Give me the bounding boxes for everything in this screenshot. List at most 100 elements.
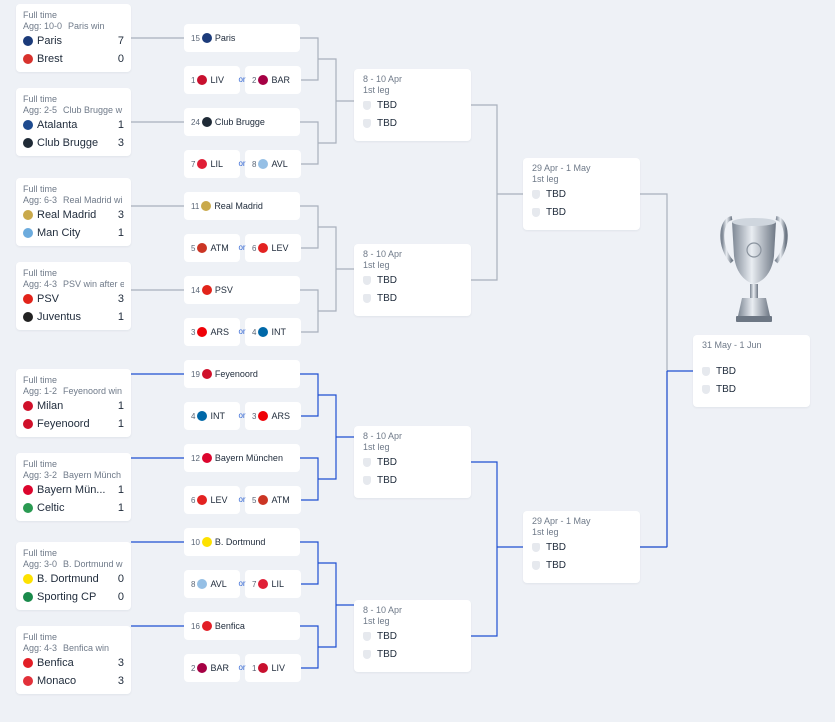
team-crest-icon	[23, 228, 33, 238]
shield-icon	[363, 475, 371, 485]
connector-line	[300, 205, 319, 249]
seed-number: 8	[191, 579, 196, 589]
r16-team-slot[interactable]: 11 Real Madrid	[184, 192, 300, 220]
team-crest-icon	[258, 663, 269, 673]
aggregate-note: PSV win after e	[63, 279, 124, 289]
team-name: TBD	[377, 456, 397, 468]
team-name: ATM	[271, 495, 290, 505]
shield-icon	[363, 293, 371, 303]
connector-line	[300, 373, 319, 417]
aggregate-score: Agg: 3-0	[23, 559, 58, 569]
team-crest-icon	[23, 485, 33, 495]
shield-icon	[532, 189, 540, 199]
team-name: Club Brugge	[37, 137, 99, 149]
spacer	[702, 351, 801, 362]
or-label: or	[238, 579, 246, 588]
seed-number: 11	[191, 201, 200, 211]
result-team-row: Bayern Mün...1	[23, 481, 124, 499]
trophy-icon	[720, 216, 788, 322]
connector-line	[300, 457, 319, 501]
team-name: TBD	[377, 474, 397, 486]
aggregate-score: Agg: 6-3	[23, 195, 58, 205]
connector-line	[640, 193, 668, 548]
team-crest-icon	[23, 294, 33, 304]
shield-icon	[532, 542, 540, 552]
tbd-team-row: TBD	[363, 96, 462, 114]
team-crest-icon	[23, 120, 33, 130]
team-name: ARS	[271, 411, 290, 421]
r16-team-slot[interactable]: 3 ARS	[245, 402, 301, 430]
match-status: Full time	[23, 94, 58, 104]
tbd-team-row: TBD	[363, 453, 462, 471]
team-name: Feyenoord	[214, 369, 258, 379]
tbd-team-row: TBD	[363, 645, 462, 663]
team-name: Brest	[37, 53, 63, 65]
team-name: Real Madrid	[214, 201, 263, 211]
shield-icon	[532, 560, 540, 570]
shield-icon	[363, 100, 371, 110]
team-name: TBD	[546, 541, 566, 553]
tbd-team-row: TBD	[363, 289, 462, 307]
connector-line	[300, 625, 319, 669]
team-name: Paris	[214, 33, 236, 43]
team-score: 0	[117, 591, 124, 603]
aggregate-note: B. Dortmund w	[63, 559, 123, 569]
match-date: 31 May - 1 Jun	[702, 340, 762, 350]
team-score: 3	[117, 657, 124, 669]
seed-number: 3	[252, 411, 257, 421]
match-leg: 1st leg	[363, 85, 390, 95]
shield-icon	[363, 275, 371, 285]
match-leg: 1st leg	[363, 442, 390, 452]
seed-number: 12	[191, 453, 200, 463]
team-name: Milan	[37, 400, 64, 412]
tbd-team-row: TBD	[532, 185, 631, 203]
team-crest-icon	[258, 411, 269, 421]
team-name: BAR	[271, 75, 290, 85]
team-crest-icon	[23, 658, 33, 668]
